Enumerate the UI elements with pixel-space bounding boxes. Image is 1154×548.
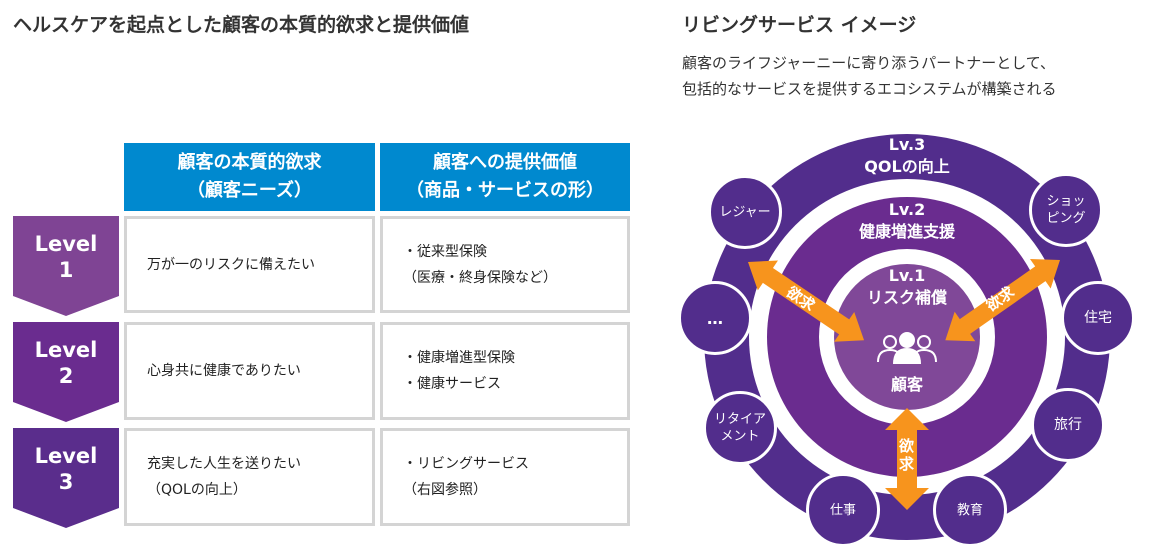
desire-arrow-left xyxy=(748,260,865,342)
right-subtitle: 顧客のライフジャーニーに寄り添うパートナーとして、包括的なサービスを提供するエコ… xyxy=(682,50,1057,102)
customer-label: 顧客 xyxy=(890,375,923,394)
value-text: ・リビングサービス xyxy=(403,456,529,472)
value-cell-1: ・従来型保険 （医療・終身保険など） xyxy=(380,216,630,313)
header-line: 顧客への提供価値 xyxy=(433,152,577,173)
value-cell-3: ・リビングサービス （右図参照） xyxy=(380,428,630,526)
right-title: リビングサービス イメージ xyxy=(682,14,917,36)
bubble-retirement: リタイア メント xyxy=(703,391,777,465)
bubble-shopping: ショッ ピング xyxy=(1029,173,1103,247)
bubble-travel: 旅行 xyxy=(1031,388,1105,462)
bubble-more: … xyxy=(678,281,752,355)
level-num: 2 xyxy=(58,364,74,388)
need-cell-1: 万が一のリスクに備えたい xyxy=(124,216,375,313)
header-needs: 顧客の本質的欲求 （顧客ニーズ） xyxy=(124,143,375,211)
value-cell-2: ・健康増進型保険・健康サービス xyxy=(380,322,630,420)
need-cell-3: 充実した人生を送りたい （QOLの向上） xyxy=(124,428,375,526)
level-word: Level xyxy=(34,338,98,362)
subtitle-line: 包括的なサービスを提供するエコシステムが構築される xyxy=(682,80,1057,98)
need-text: 万が一のリスクに備えたい xyxy=(147,256,315,273)
value-text: ・健康サービス xyxy=(403,376,501,392)
desire-label-bottom: 欲求 xyxy=(899,437,915,473)
desire-arrow-right xyxy=(945,259,1060,342)
desire-arrow-bottom xyxy=(885,408,929,510)
customer-icon-main xyxy=(893,332,921,364)
left-title: ヘルスケアを起点とした顧客の本質的欲求と提供価値 xyxy=(13,14,470,36)
value-text: ・従来型保険 xyxy=(403,243,487,260)
need-text: 充実した人生を送りたい xyxy=(147,456,301,472)
value-text: （医療・終身保険など） xyxy=(403,269,557,286)
level-word: Level xyxy=(34,232,98,256)
level-num: 1 xyxy=(58,258,74,282)
value-text: ・健康増進型保険 xyxy=(403,350,515,366)
header-line: （商品・サービスの形） xyxy=(406,180,604,201)
header-value: 顧客への提供価値 （商品・サービスの形） xyxy=(380,143,630,211)
header-line: （顧客ニーズ） xyxy=(186,180,313,201)
header-line: 顧客の本質的欲求 xyxy=(177,152,322,173)
need-text: （QOLの向上） xyxy=(147,482,247,498)
value-text: （右図参照） xyxy=(403,482,487,498)
bubble-leisure: レジャー xyxy=(708,175,782,249)
bubble-housing: 住宅 xyxy=(1061,281,1135,355)
level-num: 3 xyxy=(58,470,74,494)
subtitle-line: 顧客のライフジャーニーに寄り添うパートナーとして、 xyxy=(682,54,1056,72)
bubble-work: 仕事 xyxy=(806,473,880,547)
customers-icon xyxy=(877,335,937,363)
bubble-education: 教育 xyxy=(933,473,1007,547)
level-word: Level xyxy=(34,444,98,468)
need-text: 心身共に健康でありたい xyxy=(147,363,301,379)
need-cell-2: 心身共に健康でありたい xyxy=(124,322,375,420)
